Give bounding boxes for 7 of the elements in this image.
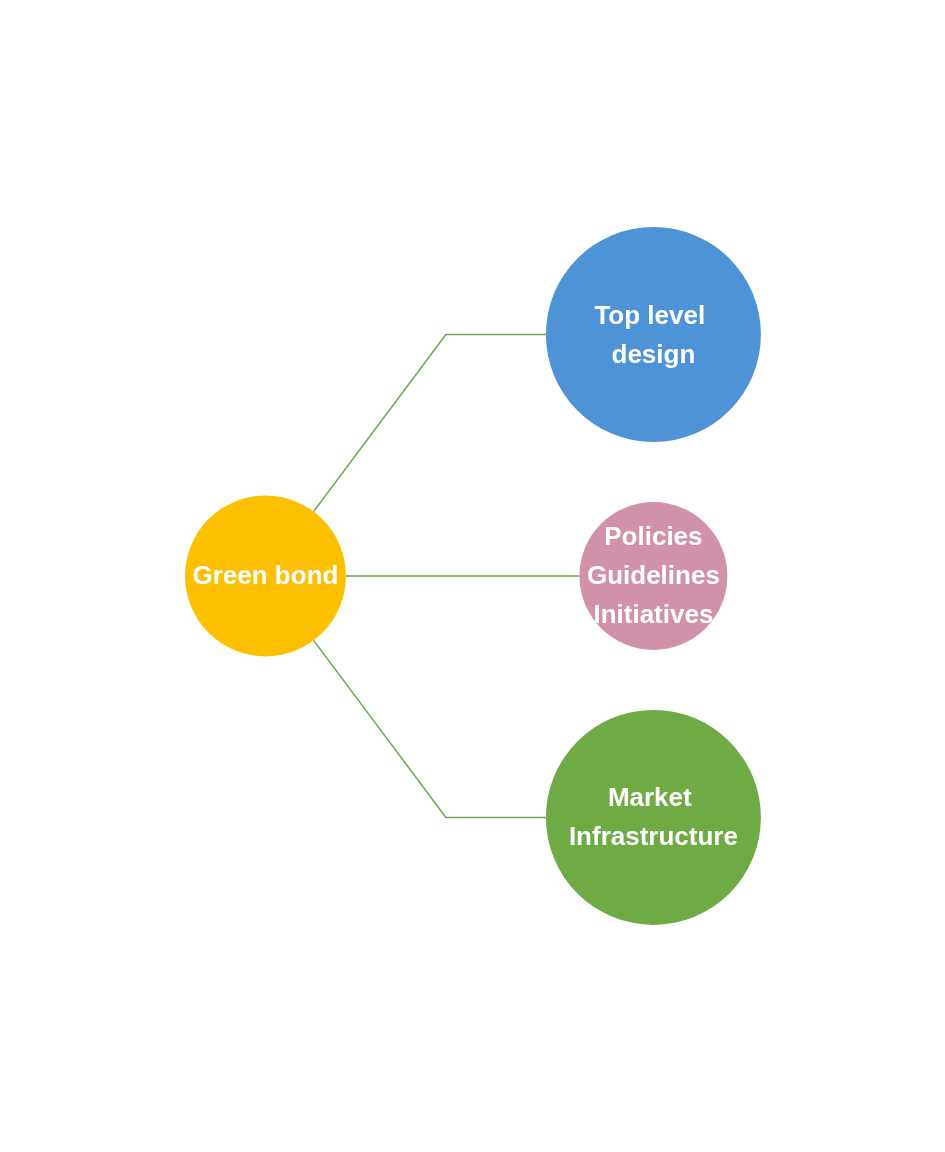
connector xyxy=(312,639,547,819)
node-circle: Policies Guidelines Initiatives xyxy=(579,502,727,650)
connector xyxy=(344,575,580,577)
connector xyxy=(312,333,547,513)
node-circle: Green bond xyxy=(184,495,346,657)
node-circle: Market Infrastructure xyxy=(545,709,761,925)
node-circle: Top level design xyxy=(545,227,761,443)
